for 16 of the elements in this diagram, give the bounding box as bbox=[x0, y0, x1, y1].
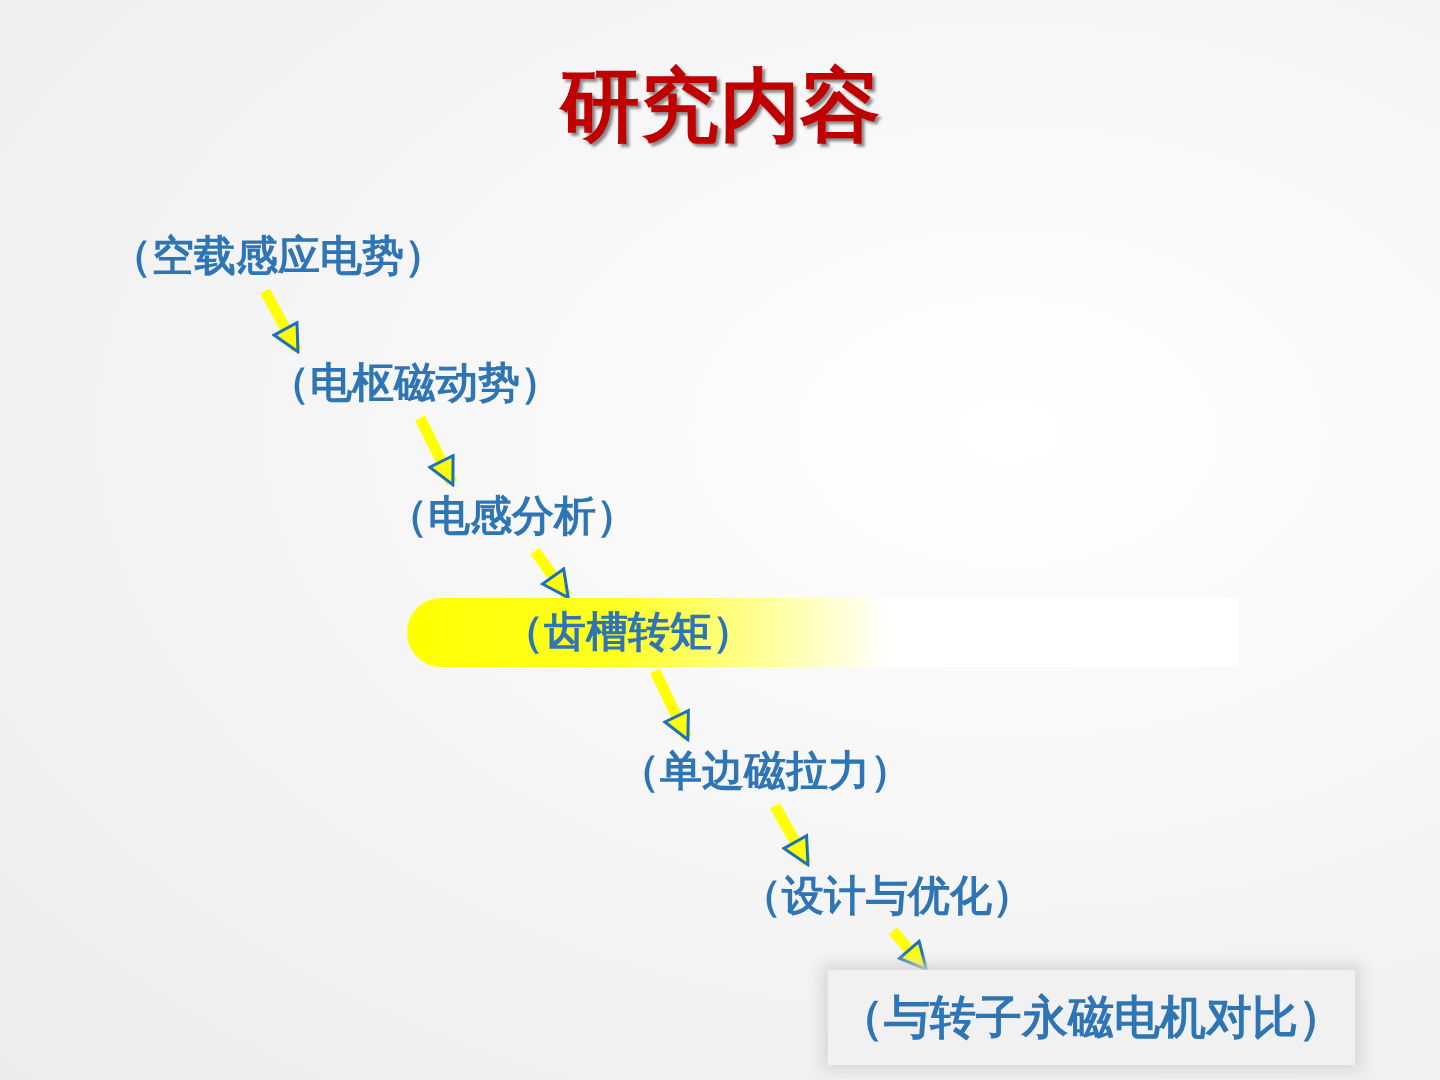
block-arrow bbox=[530, 547, 572, 600]
step-label: （单边磁拉力） bbox=[618, 745, 912, 797]
block-arrow bbox=[770, 803, 812, 867]
block-arrow bbox=[650, 668, 692, 742]
step-label: （与转子永磁电机对比） bbox=[838, 989, 1344, 1046]
block-arrow bbox=[260, 288, 302, 354]
step-label: （齿槽转矩） bbox=[502, 607, 754, 658]
shadowed-card bbox=[828, 970, 1355, 1065]
block-arrow bbox=[888, 927, 930, 972]
slide-title: 研究内容 bbox=[558, 62, 881, 150]
highlight-band bbox=[407, 598, 1238, 667]
step-label: （空载感应电势） bbox=[110, 230, 446, 282]
step-label: （电枢磁动势） bbox=[268, 357, 562, 409]
block-arrow bbox=[415, 415, 457, 487]
step-label: （电感分析） bbox=[386, 490, 638, 542]
step-label: （设计与优化） bbox=[740, 870, 1034, 922]
